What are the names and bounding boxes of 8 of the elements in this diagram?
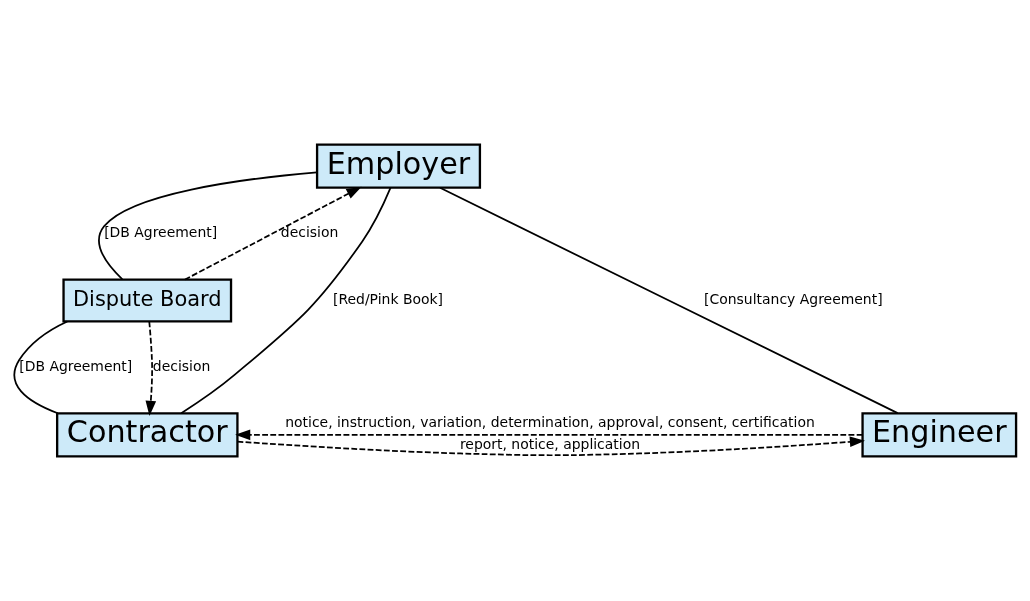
edge-label: [Red/Pink Book]: [333, 291, 444, 308]
edge-label: report, notice, application: [459, 436, 641, 453]
edge-label: notice, instruction, variation, determination, approval, consent, certification: [285, 414, 815, 431]
edge-label: [DB Agreement]: [104, 224, 218, 241]
edge-label: decision: [152, 357, 211, 374]
edge-label: [Consultancy Agreement]: [704, 291, 883, 308]
edge-label: [DB Agreement]: [19, 357, 133, 374]
edge-label: decision: [280, 224, 339, 241]
